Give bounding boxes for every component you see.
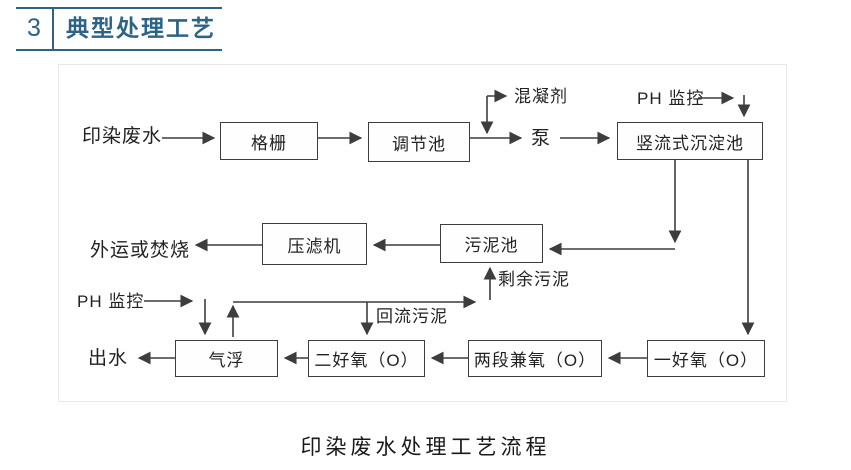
header-bottom-rule xyxy=(16,49,222,51)
box-two-stage-facultative: 两段兼氧（O） xyxy=(468,340,602,377)
label-return-sludge: 回流污泥 xyxy=(376,307,448,326)
label-excess-sludge: 剩余污泥 xyxy=(498,270,570,289)
box-vertical-flow-sedimentation-tank: 竖流式沉淀池 xyxy=(617,122,763,160)
label-coagulant: 混凝剂 xyxy=(514,87,568,106)
figure-caption: 印染废水处理工艺流程 xyxy=(300,436,551,459)
box-air-flotation: 气浮 xyxy=(175,340,278,377)
box-equalization-tank: 调节池 xyxy=(368,122,470,162)
box-second-aerobic: 二好氧（O） xyxy=(308,340,425,377)
box-filter-press: 压滤机 xyxy=(262,223,367,265)
label-pump: 泵 xyxy=(531,128,552,149)
section-number: 3 xyxy=(27,14,41,42)
box-first-aerobic: 一好氧（O） xyxy=(647,340,765,377)
label-disposal: 外运或焚烧 xyxy=(90,240,191,261)
header-top-rule xyxy=(16,7,222,9)
header-divider xyxy=(52,9,54,49)
section-title: 典型处理工艺 xyxy=(66,15,216,41)
box-sludge-tank: 污泥池 xyxy=(440,224,543,263)
label-ph-monitor-bottom: PH 监控 xyxy=(77,292,145,311)
label-effluent: 出水 xyxy=(88,348,129,369)
box-grid-screen: 格栅 xyxy=(220,122,318,160)
label-influent: 印染废水 xyxy=(82,126,163,147)
label-ph-monitor-top: PH 监控 xyxy=(637,89,705,108)
